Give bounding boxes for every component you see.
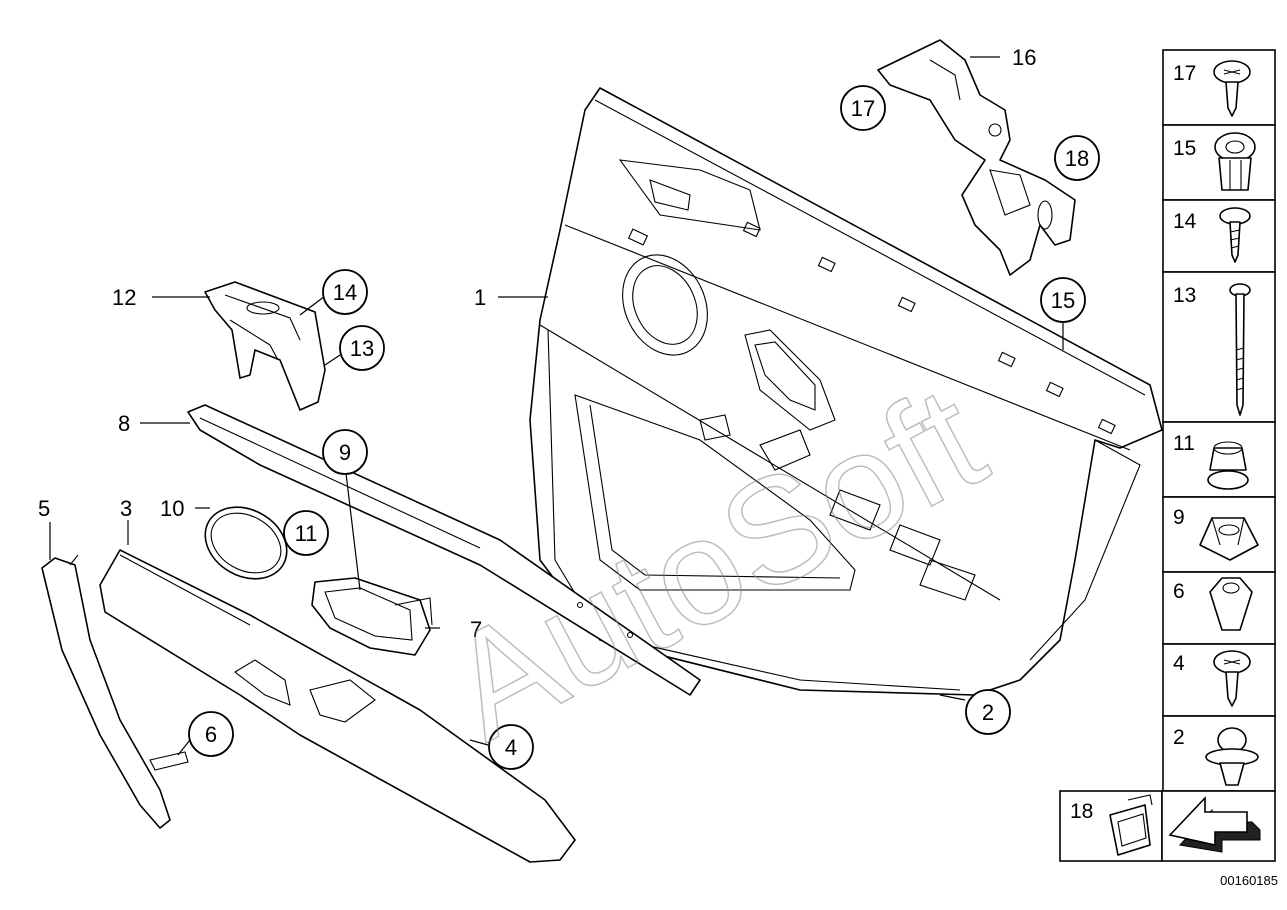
- callout-13-label: 13: [350, 336, 374, 361]
- direction-arrow-icon: [1168, 795, 1261, 853]
- callout-15: 15: [1040, 277, 1086, 323]
- nut-6-icon: [1209, 577, 1253, 631]
- callout-2-label: 2: [982, 700, 994, 725]
- leader-lines: [49, 56, 1064, 756]
- callout-6-label: 6: [205, 722, 217, 747]
- nut-11-icon: [1207, 441, 1249, 490]
- callout-15-label: 15: [1051, 288, 1075, 313]
- callout-5-label: 5: [38, 496, 50, 521]
- callout-14: 14: [322, 269, 368, 315]
- pull-handle-part-5: [41, 554, 189, 829]
- callout-17: 17: [840, 85, 886, 131]
- door-handle-part-7: [311, 577, 433, 656]
- callout-9-label: 9: [339, 440, 351, 465]
- legend-14-label: 14: [1173, 210, 1197, 233]
- callout-18-label: 18: [1065, 146, 1089, 171]
- callout-1-label: 1: [474, 285, 486, 310]
- screw-14-icon: [1219, 207, 1251, 263]
- callout-7-label: 7: [470, 617, 482, 642]
- reference-number: 00160185: [1220, 873, 1278, 888]
- callout-8-label: 8: [118, 411, 130, 436]
- door-trim-panel: [529, 87, 1163, 696]
- callout-10-label: 10: [160, 496, 184, 521]
- legend-4-label: 4: [1173, 652, 1185, 675]
- legend-11-label: 11: [1173, 432, 1195, 455]
- screw-17-icon: [1213, 60, 1251, 117]
- screw-4-icon: [1213, 650, 1251, 707]
- callout-4: 4: [488, 724, 534, 770]
- callout-3-label: 3: [120, 496, 132, 521]
- washer-9-icon: [1199, 517, 1259, 561]
- speaker-cover-part-10: [204, 506, 288, 580]
- fastener-legend: 17 15 14 13 11 9 6 4 2 18: [1059, 49, 1276, 862]
- bracket-part-16: [877, 39, 1076, 276]
- callout-14-label: 14: [333, 280, 357, 305]
- callout-2: 2: [965, 689, 1011, 735]
- trim-strip-part-8: [187, 404, 701, 696]
- callout-6: 6: [188, 711, 234, 757]
- callout-11: 11: [283, 510, 329, 556]
- callout-4-label: 4: [505, 735, 517, 760]
- callout-11-label: 11: [295, 521, 318, 546]
- legend-18-label: 18: [1070, 800, 1093, 823]
- clip-2-icon: [1205, 727, 1259, 786]
- legend-13-label: 13: [1173, 284, 1196, 307]
- callout-16-label: 16: [1012, 45, 1036, 70]
- callout-18: 18: [1054, 135, 1100, 181]
- legend-15-label: 15: [1173, 137, 1196, 160]
- legend-2-label: 2: [1173, 726, 1185, 749]
- clip-nut-15-icon: [1214, 132, 1256, 191]
- legend-9-label: 9: [1173, 506, 1185, 529]
- legend-6-label: 6: [1173, 580, 1185, 603]
- clip-18-icon: [1109, 794, 1153, 856]
- callout-12-label: 12: [112, 285, 136, 310]
- armrest-part-3: [99, 549, 576, 863]
- bolt-13-icon: [1229, 283, 1251, 416]
- legend-17-label: 17: [1173, 62, 1196, 85]
- callout-9: 9: [322, 429, 368, 475]
- callout-17-label: 17: [851, 96, 875, 121]
- grip-bracket-part-12: [204, 281, 326, 411]
- callout-13: 13: [339, 325, 385, 371]
